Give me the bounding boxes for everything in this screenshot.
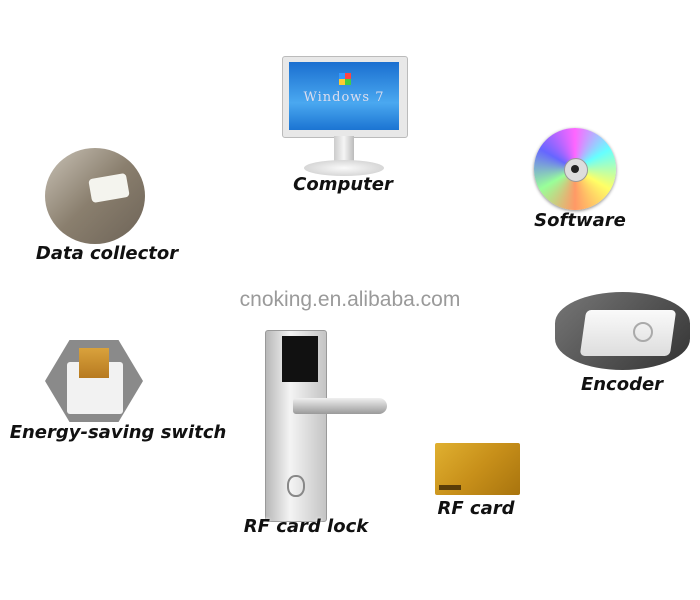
computer-label: Computer bbox=[293, 174, 393, 195]
screen-text: Windows 7 bbox=[303, 90, 385, 105]
software-label: Software bbox=[534, 210, 626, 231]
door-lock-image bbox=[265, 330, 389, 522]
rf-card-image bbox=[435, 443, 520, 495]
encoder-image bbox=[555, 292, 690, 370]
data-collector-label: Data collector bbox=[35, 243, 179, 264]
watermark: cnoking.en.alibaba.com bbox=[239, 288, 461, 311]
lock-label: RF card lock bbox=[243, 516, 369, 537]
computer-icon: Windows 7 bbox=[282, 56, 408, 178]
rf-card-label: RF card bbox=[437, 498, 515, 519]
cd-icon bbox=[534, 128, 616, 210]
energy-switch-label: Energy-saving switch bbox=[9, 422, 227, 443]
data-collector-image bbox=[45, 148, 145, 244]
encoder-label: Encoder bbox=[580, 374, 664, 395]
